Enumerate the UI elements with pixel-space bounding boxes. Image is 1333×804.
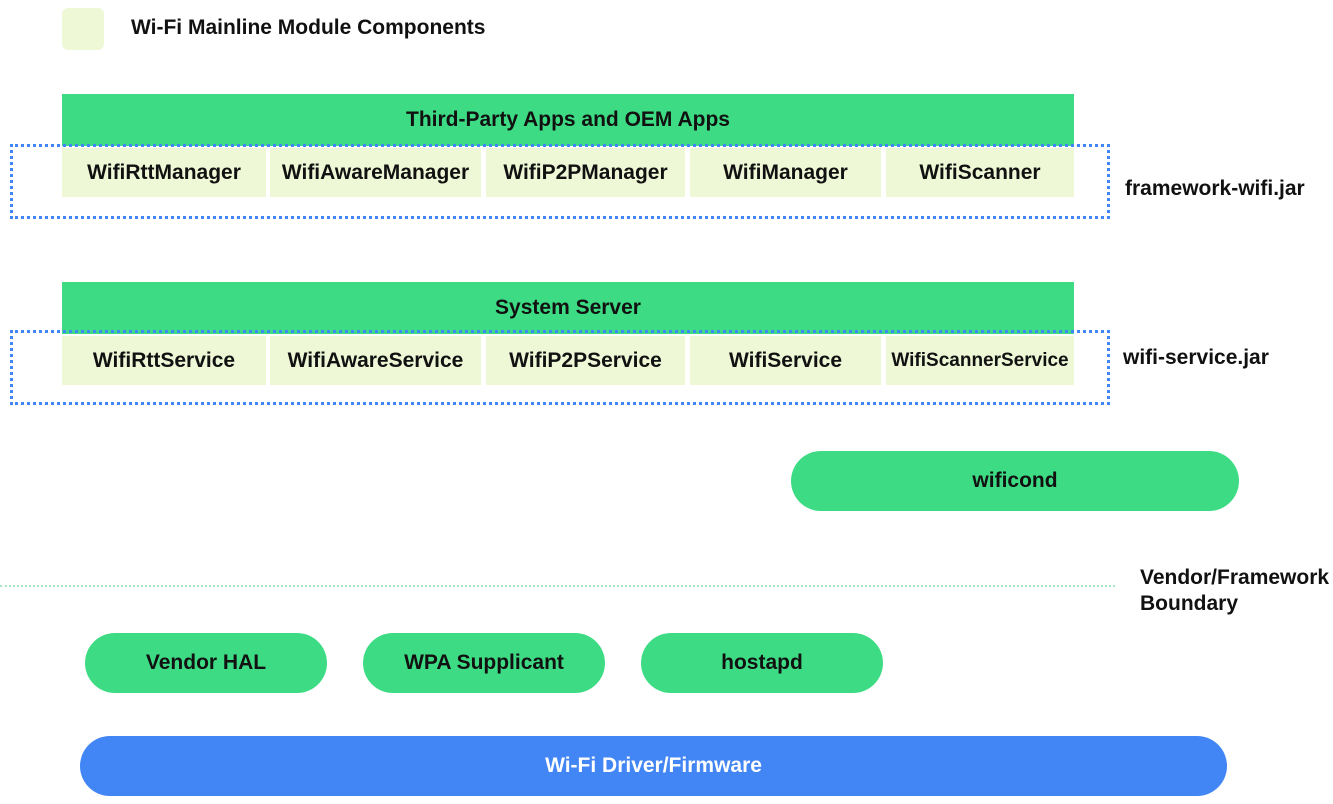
wpa-supplicant-pill: WPA Supplicant (363, 633, 605, 693)
framework-jar-boundary (10, 144, 1110, 219)
boundary-label-line1: Vendor/Framework (1140, 566, 1330, 589)
cell-wifi-scanner: WifiScanner (886, 148, 1074, 197)
cell-wifi-manager: WifiManager (690, 148, 881, 197)
service-jar-label: wifi-service.jar (1123, 346, 1269, 369)
third-party-apps-bar: Third-Party Apps and OEM Apps (62, 94, 1074, 146)
cell-wifi-aware-manager: WifiAwareManager (270, 148, 481, 197)
cell-wifi-rtt-manager: WifiRttManager (62, 148, 266, 197)
wificond-pill: wificond (791, 451, 1239, 511)
legend-swatch (62, 8, 104, 50)
vendor-framework-boundary-line (0, 585, 1115, 587)
system-server-bar: System Server (62, 282, 1074, 334)
cell-wifi-rtt-service: WifiRttService (62, 336, 266, 385)
cell-wifi-scanner-service: WifiScannerService (886, 336, 1074, 385)
framework-jar-label: framework-wifi.jar (1125, 177, 1305, 200)
cell-wifi-aware-service: WifiAwareService (270, 336, 481, 385)
cell-wifi-p2p-service: WifiP2PService (486, 336, 685, 385)
boundary-label-line2: Boundary (1140, 592, 1239, 615)
wifi-driver-firmware-bar: Wi-Fi Driver/Firmware (80, 736, 1227, 796)
hostapd-pill: hostapd (641, 633, 883, 693)
vendor-hal-pill: Vendor HAL (85, 633, 327, 693)
cell-wifi-service: WifiService (690, 336, 881, 385)
cell-wifi-p2p-manager: WifiP2PManager (486, 148, 685, 197)
legend-label: Wi-Fi Mainline Module Components (131, 16, 486, 39)
service-jar-boundary (10, 330, 1110, 405)
